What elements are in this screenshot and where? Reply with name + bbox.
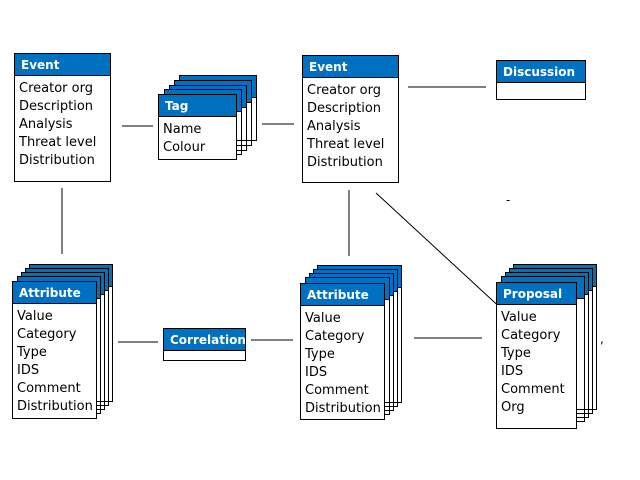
attribute-fields: Value Category Type IDS Comment Distribu… xyxy=(13,304,96,416)
proposal-fields: Value Category Type IDS Comment Org xyxy=(497,305,576,417)
attribute-field: Distribution xyxy=(17,399,93,414)
event-field: Threat level xyxy=(19,135,97,150)
attribute-entity-mid: Attribute Value Category Type IDS Commen… xyxy=(300,283,385,420)
attribute-field: Category xyxy=(17,327,77,342)
event-field: Creator org xyxy=(307,83,381,98)
proposal-header: Proposal xyxy=(497,283,576,305)
event-field: Analysis xyxy=(19,117,73,132)
correlation-entity: Correlation xyxy=(163,328,246,361)
event-entity-left: Event Creator org Description Analysis T… xyxy=(14,53,111,182)
event-fields: Creator org Description Analysis Threat … xyxy=(303,78,398,172)
attribute-field: Distribution xyxy=(305,401,381,416)
stray-tick-mark: , xyxy=(600,332,604,346)
attribute-field: Category xyxy=(305,329,365,344)
attribute-field: IDS xyxy=(17,363,40,378)
event-field: Threat level xyxy=(307,137,385,152)
proposal-field: Comment xyxy=(501,382,565,397)
proposal-field: Category xyxy=(501,328,561,343)
proposal-field: Value xyxy=(501,310,537,325)
event-field: Analysis xyxy=(307,119,361,134)
event-field: Distribution xyxy=(307,155,383,170)
attribute-field: Type xyxy=(305,347,335,362)
attribute-field: Type xyxy=(17,345,47,360)
event-field: Creator org xyxy=(19,81,93,96)
tag-header: Tag xyxy=(159,95,236,117)
event-fields: Creator org Description Analysis Threat … xyxy=(15,76,110,170)
attribute-header: Attribute xyxy=(301,284,384,306)
proposal-field: Org xyxy=(501,400,525,415)
event-field: Description xyxy=(19,99,94,114)
stray-dash-mark: - xyxy=(506,193,511,207)
attribute-field: Value xyxy=(17,309,53,324)
proposal-field: Type xyxy=(501,346,531,361)
attribute-field: Comment xyxy=(17,381,81,396)
tag-field: Colour xyxy=(163,140,206,155)
attribute-field: Comment xyxy=(305,383,369,398)
discussion-header: Discussion xyxy=(497,61,585,83)
attribute-fields: Value Category Type IDS Comment Distribu… xyxy=(301,306,384,418)
attribute-entity-left: Attribute Value Category Type IDS Commen… xyxy=(12,281,97,419)
tag-fields: Name Colour xyxy=(159,117,236,157)
attribute-field: Value xyxy=(305,311,341,326)
event-field: Distribution xyxy=(19,153,95,168)
discussion-entity: Discussion xyxy=(496,60,586,100)
event-header: Event xyxy=(303,56,398,78)
tag-field: Name xyxy=(163,122,202,137)
event-entity-right: Event Creator org Description Analysis T… xyxy=(302,55,399,183)
correlation-header: Correlation xyxy=(164,329,246,351)
tag-entity: Tag Name Colour xyxy=(158,94,237,160)
proposal-entity: Proposal Value Category Type IDS Comment… xyxy=(496,282,577,429)
event-header: Event xyxy=(15,54,110,76)
proposal-field: IDS xyxy=(501,364,524,379)
attribute-header: Attribute xyxy=(13,282,96,304)
event-field: Description xyxy=(307,101,382,116)
attribute-field: IDS xyxy=(305,365,328,380)
connector-event-right-to-proposal xyxy=(375,192,506,313)
